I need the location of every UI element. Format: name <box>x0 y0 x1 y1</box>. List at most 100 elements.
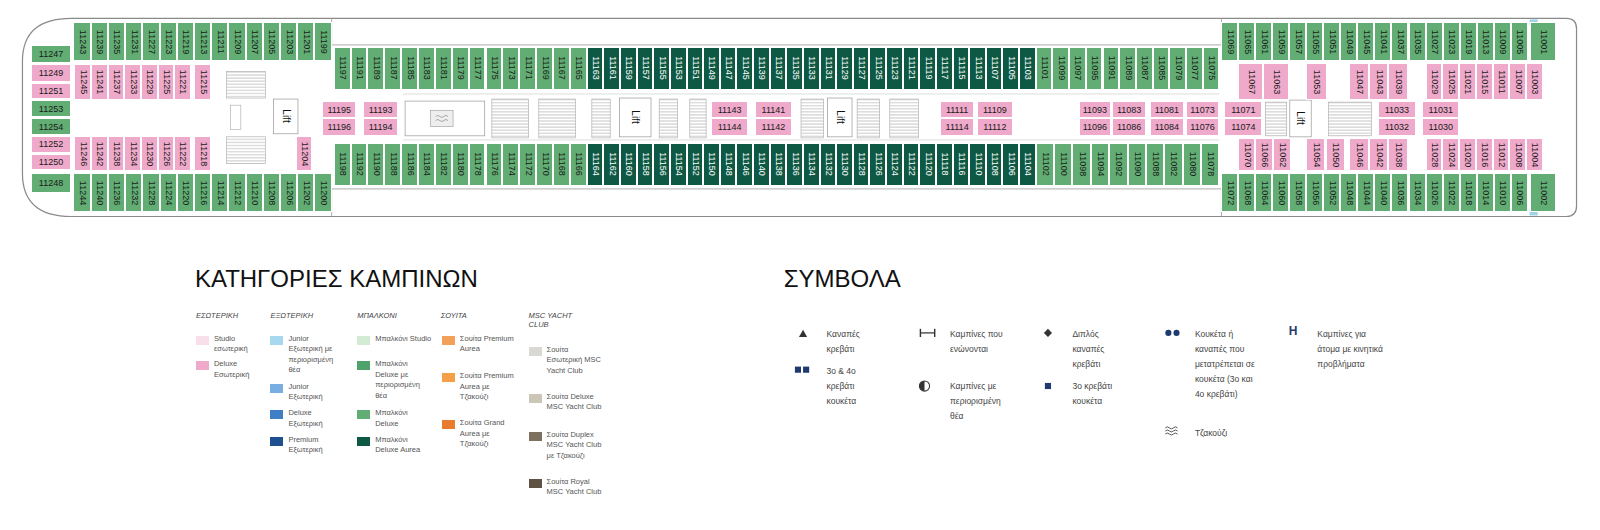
cabin-box: 11163 <box>587 47 604 90</box>
cabin-box: 11019 <box>1460 22 1477 61</box>
cabin-box: 11128 <box>853 143 870 186</box>
cabin-number: 11118 <box>940 153 949 176</box>
jacuzzi-icon <box>1165 427 1177 435</box>
cabin-number: 11023 <box>1447 30 1456 54</box>
lift-label: Lift <box>834 111 846 124</box>
cabin-number: 11005 <box>1515 30 1524 54</box>
legend-text: Τζακούζι <box>1195 426 1255 441</box>
cabin-number: 11167 <box>557 57 566 81</box>
cabin-box: 11233 <box>124 64 141 100</box>
cabin-box: 11039 <box>1388 63 1408 100</box>
cabin-number: 11122 <box>906 152 915 176</box>
cabin-number: 11139 <box>757 57 766 81</box>
cabin-box: 11174 <box>502 143 519 186</box>
cabin-box: 11193 <box>363 101 398 118</box>
legend-text: Σουίτα Grand Aurea με Τζακούζι <box>460 418 516 450</box>
cabin-box: 11050 <box>1326 138 1345 172</box>
cabin-box: 11210 <box>246 173 263 212</box>
cabin-number: 11155 <box>657 57 666 81</box>
cabin-box: 11012 <box>1493 138 1510 172</box>
ship-hull <box>22 18 1576 216</box>
cabin-box: 11130 <box>836 143 853 186</box>
cabin-box: 11136 <box>786 143 803 186</box>
cabin-number: 11049 <box>1344 30 1353 54</box>
cabin-number: 11010 <box>1498 181 1507 205</box>
cabin-box: 11135 <box>786 47 803 90</box>
cabin-number: 11026 <box>1430 181 1439 205</box>
cabin-box: 11060 <box>1272 173 1289 212</box>
cabin-number: 11090 <box>1132 152 1141 176</box>
stairs <box>659 99 677 138</box>
legend-swatch <box>270 336 283 345</box>
cabin-box: 11008 <box>1509 138 1526 172</box>
legend-text: Καναπές κρεβάτι <box>827 327 879 357</box>
legend-item: Σουίτα Premium Aurea <box>442 334 516 355</box>
cabin-number: 11078 <box>1206 152 1215 176</box>
cabin-box: 11148 <box>720 143 737 186</box>
cabin-number: 11131 <box>823 57 832 81</box>
cabin-number: 11016 <box>1480 142 1489 166</box>
cabin-number: 11138 <box>773 152 782 176</box>
legend-text: Καμπίνες που ενώνονται <box>950 327 1008 357</box>
cabin-box: 11016 <box>1476 138 1493 172</box>
cabin-number: 11006 <box>1515 181 1524 205</box>
cabin-box: 11249 <box>31 64 72 81</box>
cabin-number: 11204 <box>300 141 309 165</box>
legend-text: Μπαλκόνι Deluxe με περιορισμένη θέα <box>375 359 433 401</box>
cabin-number: 11234 <box>128 141 137 165</box>
symbol-glyph: H <box>1289 324 1298 338</box>
cabin-number: 11179 <box>456 57 465 81</box>
cabin-number: 11247 <box>39 50 63 59</box>
cabin-number: 11213 <box>198 30 207 54</box>
cabin-box: 11238 <box>108 136 125 172</box>
cabin-number: 11250 <box>39 158 63 167</box>
cabin-box: 11209 <box>228 22 245 61</box>
cabin-box: 11170 <box>536 143 553 186</box>
cabin-number: 11177 <box>473 57 482 81</box>
cabin-box: 11061 <box>1255 22 1272 61</box>
cabin-box: 11187 <box>384 47 401 90</box>
cabin-box: 11198 <box>334 143 351 186</box>
legend-swatch <box>529 347 542 356</box>
legend-text: Deluxe Εξωτερική <box>288 408 340 429</box>
cabin-number: 11051 <box>1327 30 1336 54</box>
cabin-box: 11108 <box>986 143 1003 186</box>
cabin-number: 11205 <box>267 30 276 54</box>
legend-item: 3ο & 4ο κρεβάτι κουκέτα <box>827 364 879 409</box>
cabin-box: 11018 <box>1460 173 1477 212</box>
cabin-number: 11244 <box>78 181 87 205</box>
cabin-box: 11067 <box>1238 63 1264 100</box>
cabin-box: 11157 <box>637 47 654 90</box>
cabin-box: 11005 <box>1511 22 1528 61</box>
legend-swatch <box>357 336 370 345</box>
cabin-number: 11191 <box>354 57 363 81</box>
cabin-number: 11040 <box>1378 181 1387 205</box>
cabin-box: 11237 <box>108 64 125 100</box>
cabin-box: 11168 <box>553 143 570 186</box>
cabin-number: 11114 <box>946 123 969 132</box>
pool-icon <box>436 115 448 121</box>
cabin-box: 11232 <box>125 173 142 212</box>
cabin-number: 11240 <box>95 181 104 205</box>
cabin-box: 11081 <box>1150 101 1184 118</box>
cabin-box: 11251 <box>31 83 72 99</box>
legend-text: Σουίτα Premium Aurea με Τζακούζι <box>460 371 516 403</box>
cabin-number: 11158 <box>640 152 649 176</box>
cabin-number: 11087 <box>1140 56 1149 80</box>
cabin-number: 11128 <box>857 152 866 176</box>
cabin-number: 11045 <box>1361 30 1370 54</box>
cabin-box: 11090 <box>1128 143 1146 186</box>
cabin-number: 11065 <box>1242 30 1251 54</box>
cabin-number: 11230 <box>145 141 154 165</box>
cabin-number: 11081 <box>1155 105 1179 114</box>
cabin-number: 11238 <box>112 141 121 165</box>
column-heading: ΕΞΩΤΕΡΙΚΗ <box>270 311 330 320</box>
cabin-box: 11037 <box>1391 22 1408 61</box>
pullman-icon <box>1165 330 1171 336</box>
cabin-box: 11042 <box>1369 138 1389 172</box>
legend-text: Premium Εξωτερική <box>288 435 340 456</box>
cabin-number: 11212 <box>232 181 241 205</box>
cabin-box: 11107 <box>986 47 1003 90</box>
legend-item: Σουίτα Premium Aurea με Τζακούζι <box>442 371 516 403</box>
stairs <box>801 99 823 138</box>
